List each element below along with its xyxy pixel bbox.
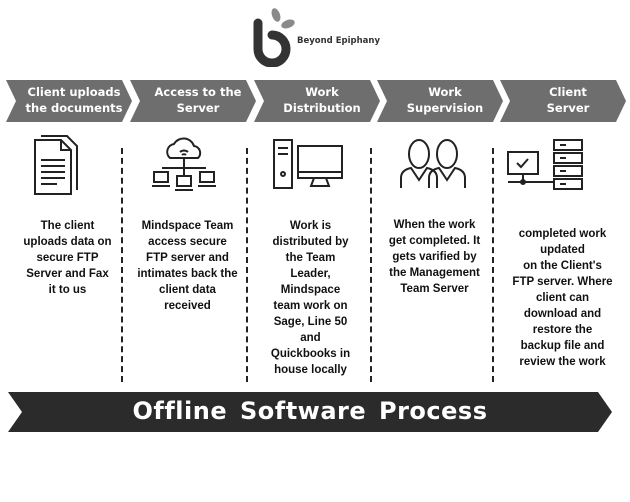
description-line: house locally — [274, 364, 347, 376]
description-line: received — [164, 300, 211, 312]
step-title-line: the documents — [25, 101, 123, 115]
description-line: completed work — [518, 228, 607, 240]
step-title-line: Client uploads — [27, 85, 121, 99]
step-title-line: Supervision — [406, 101, 484, 115]
process-banner: Offline Software Process — [8, 392, 612, 432]
description-line: the Team — [285, 252, 336, 264]
cloud-network-icon — [152, 136, 216, 199]
step-title-line: Work — [305, 85, 339, 99]
description-line: it to us — [48, 284, 87, 296]
document-icon — [33, 134, 79, 201]
description-line: gets varified by — [392, 251, 477, 263]
brand-logo — [252, 5, 297, 68]
step-title-line: Access to the — [154, 85, 242, 99]
column-divider — [246, 148, 248, 382]
description-line: access secure — [148, 236, 227, 248]
description-line: client can — [535, 292, 590, 304]
description-line: on the Client's — [523, 260, 602, 272]
description-line: the Management — [389, 267, 480, 279]
desktop-computer-icon — [272, 138, 344, 197]
description-line: Mindspace — [280, 284, 341, 296]
description-line: Leader, — [290, 268, 331, 280]
description-line: When the work — [393, 219, 476, 231]
column-divider — [492, 148, 494, 382]
description-line: Server and Fax — [26, 268, 109, 280]
description-line: backup file and — [520, 340, 605, 352]
description-line: download and — [523, 308, 602, 320]
server-icon — [506, 138, 586, 197]
description-line: intimates back the — [137, 268, 238, 280]
description-line: Work is — [289, 220, 332, 232]
description-line: distributed by — [272, 236, 349, 248]
step-description: The client uploads data on secure FTP Serve… — [5, 218, 130, 298]
description-line: The client — [40, 220, 95, 232]
description-line: review the work — [519, 356, 606, 368]
step-title-line: Distribution — [283, 101, 361, 115]
description-line: Sage, Line 50 — [273, 316, 348, 328]
description-line: FTP server and — [146, 252, 229, 264]
description-line: updated — [540, 244, 585, 256]
description-line: team work on — [273, 300, 348, 312]
step-description: When the work get completed. It gets varif… — [372, 217, 497, 297]
description-line: restore the — [532, 324, 593, 336]
step-title-line: Server — [176, 101, 220, 115]
team-users-icon — [399, 136, 471, 195]
step-title-line: Server — [546, 101, 590, 115]
step-title-line: Client — [549, 85, 587, 99]
step-title-line: Work — [428, 85, 462, 99]
brand-name: Beyond Epiphany — [297, 36, 380, 46]
description-line: Quickbooks in — [270, 348, 351, 360]
logo-mark-icon — [253, 8, 295, 68]
description-line: and — [300, 332, 321, 344]
banner-title: Offline Software Process — [132, 397, 488, 425]
column-divider — [121, 148, 123, 382]
step-title: Client uploads the documents — [20, 84, 128, 116]
description-line: Mindspace Team — [141, 220, 234, 232]
step-chevron-1: Client uploads the documents — [6, 80, 134, 122]
description-line: Team Server — [400, 283, 469, 295]
column-divider — [370, 148, 372, 382]
description-line: get completed. It — [388, 235, 481, 247]
description-line: FTP server. Where — [512, 276, 613, 288]
description-line: secure FTP — [36, 252, 99, 264]
description-line: uploads data on — [23, 236, 112, 248]
description-line: client data — [159, 284, 216, 296]
